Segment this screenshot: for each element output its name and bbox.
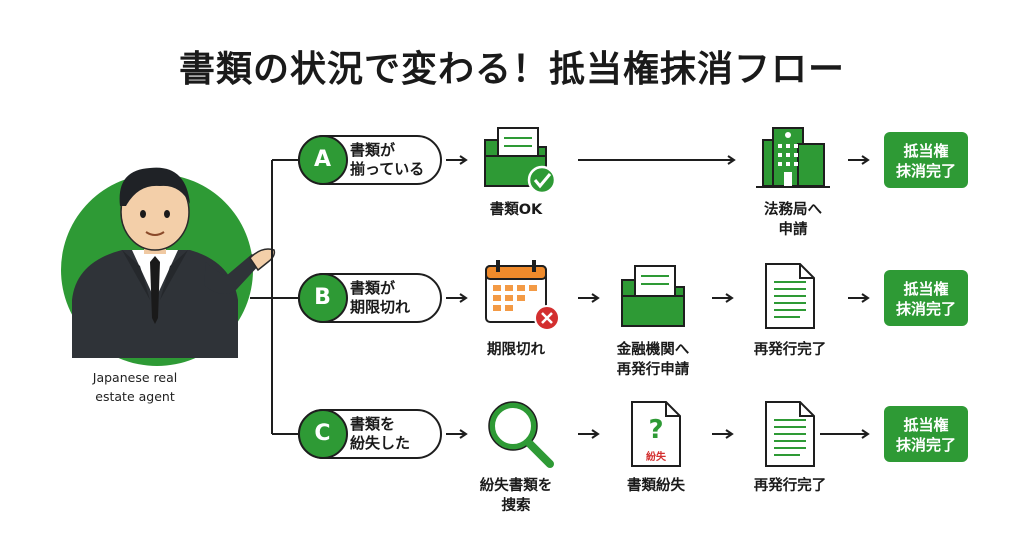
step-caption: 書類紛失: [627, 478, 685, 494]
document-folder-check-icon: [484, 127, 557, 195]
branch-a-pill: A 書類が 揃っている: [297, 134, 442, 185]
branch-condition: 書類が 期限切れ: [350, 279, 411, 316]
branch-c-pill: C 書類を 紛失した: [297, 408, 442, 459]
flow-arrows: [446, 155, 870, 439]
branch-b-pill: B 書類が 期限切れ: [297, 272, 442, 323]
reissued-document-icon: [765, 263, 815, 329]
result-box-a: 抵当権 抹消完了: [884, 132, 968, 188]
document-folder-icon: [621, 265, 685, 327]
page-title: 書類の状況で変わる！抵当権抹消フロー: [178, 49, 845, 90]
result-box-c: 抵当権 抹消完了: [884, 406, 968, 462]
svg-text:?: ?: [648, 415, 663, 445]
step-caption: 金融機関へ 再発行申請: [616, 342, 690, 378]
branch-condition: 書類を 紛失した: [350, 415, 411, 452]
reissued-document-icon: [765, 401, 815, 467]
result-box-b: 抵当権 抹消完了: [884, 270, 968, 326]
step-caption: 紛失書類を 捜索: [479, 478, 553, 514]
agent-caption-line: estate agent: [95, 389, 175, 404]
step-caption: 法務局へ 申請: [764, 202, 822, 238]
step-caption: 期限切れ: [487, 342, 545, 358]
branch-condition: 書類が 揃っている: [350, 141, 425, 178]
step-caption: 書類OK: [489, 202, 543, 218]
agent-caption: Japanese real estate agent: [70, 368, 200, 406]
magnifying-glass-icon: [488, 401, 554, 468]
expired-calendar-icon: [485, 260, 560, 331]
branch-letter-badge: C: [297, 408, 348, 459]
agent-caption-line: Japanese real: [92, 370, 178, 385]
agent-illustration: [61, 167, 276, 366]
step-caption: 再発行完了: [753, 342, 827, 358]
lost-badge: 紛失: [646, 450, 667, 463]
legal-affairs-bureau-building-icon: [756, 127, 830, 188]
branch-connector: [250, 159, 298, 435]
branch-letter-badge: B: [297, 272, 348, 323]
step-caption: 再発行完了: [753, 478, 827, 494]
lost-document-question-icon: ? 紛失: [631, 401, 681, 467]
branch-letter-badge: A: [297, 134, 348, 185]
